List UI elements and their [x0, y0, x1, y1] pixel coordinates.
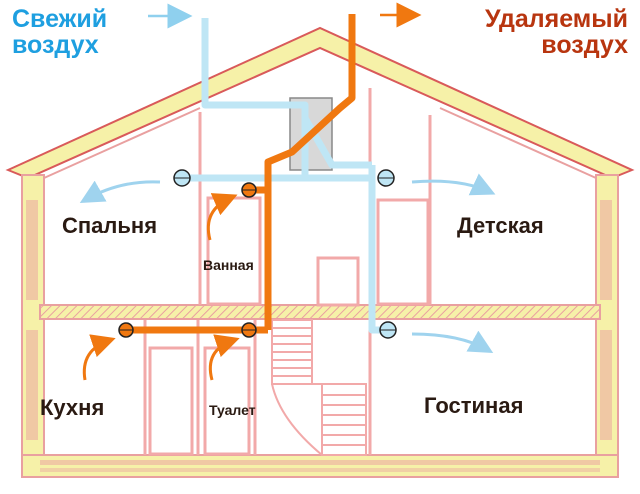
foundation: [21, 454, 619, 478]
fresh-air-label-line1: Свежий: [12, 5, 108, 33]
house-walls: [21, 107, 619, 466]
exhaust-air-label-line1: Удаляемый: [484, 5, 628, 33]
room-label-kitchen: Кухня: [40, 395, 105, 420]
exhaust-valve: [241, 322, 257, 338]
exhaust-air-label-line2: воздух: [541, 31, 628, 60]
room-label-bedroom: Спальня: [62, 213, 158, 238]
airflow-arrows: [79, 173, 496, 381]
fresh-air-label-line2: воздух: [12, 31, 99, 60]
supply-diffuser: [377, 169, 395, 187]
room-label-kids-room: Детская: [457, 213, 544, 238]
supply-diffuser: [173, 169, 191, 187]
interior-walls: [143, 88, 432, 456]
room-label-toilet: Туалет: [209, 402, 256, 418]
room-label-living-room: Гостиная: [424, 393, 524, 418]
exhaust-valve: [118, 322, 134, 338]
room-label-bathroom: Ванная: [203, 257, 254, 273]
staircase: [271, 319, 367, 456]
exhaust-valve: [241, 182, 257, 198]
floor-slab: [39, 304, 601, 320]
exhaust-air-label: Удаляемый воздух: [485, 6, 628, 59]
supply-diffuser: [379, 321, 397, 339]
fresh-air-label: Свежий воздух: [12, 6, 107, 59]
